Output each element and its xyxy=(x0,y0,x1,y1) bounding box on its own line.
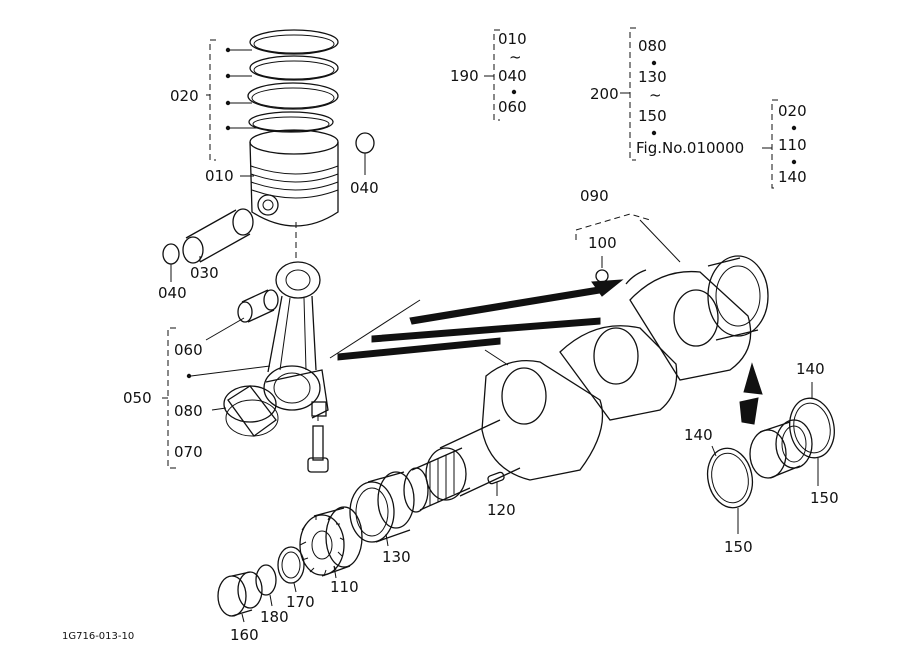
label-100: 100 xyxy=(588,234,617,252)
crankshaft xyxy=(425,255,769,501)
oring-180 xyxy=(255,564,277,596)
leader-140-left xyxy=(711,445,717,457)
label-080: 080 xyxy=(174,402,203,420)
piston-pin xyxy=(182,208,254,264)
assembly-arrows xyxy=(329,279,763,425)
label-050-rod: 050 xyxy=(123,389,152,407)
label-120: 120 xyxy=(487,501,516,519)
leader-080 xyxy=(211,407,227,411)
group-fig-dot-2 xyxy=(791,159,797,165)
group-190-item-010: 010 xyxy=(498,30,527,48)
crank-spline xyxy=(403,447,471,513)
label-010-piston: 010 xyxy=(205,167,234,185)
label-110: 110 xyxy=(330,578,359,596)
label-060: 060 xyxy=(174,341,203,359)
leader-180 xyxy=(269,594,273,607)
group-200-dot-1 xyxy=(651,60,657,66)
plug-100 xyxy=(595,269,609,283)
bracket-200 xyxy=(620,27,636,161)
leader-110 xyxy=(333,565,337,579)
label-180: 180 xyxy=(260,608,289,626)
bracket-050 xyxy=(162,327,271,469)
label-070: 070 xyxy=(174,443,203,461)
figure-code: 1G716-013-10 xyxy=(62,631,134,642)
label-020-rings: 020 xyxy=(170,87,199,105)
group-190-item-040: 040 xyxy=(498,67,527,85)
label-190: 190 xyxy=(450,67,479,85)
label-040-right: 040 xyxy=(350,179,379,197)
group-fig-item-110: 110 xyxy=(778,136,807,154)
crank-gear-110 xyxy=(299,506,363,577)
collar-170-inner xyxy=(281,551,301,579)
thrust-ring-140-left xyxy=(706,447,754,509)
collar-170 xyxy=(277,546,305,584)
group-fig-dot-1 xyxy=(791,125,797,131)
group-fig-item-020: 020 xyxy=(778,102,807,120)
leader-160 xyxy=(241,613,245,623)
group-200-fig-ref: Fig.No.010000 xyxy=(636,139,744,157)
circlip-right xyxy=(355,132,375,154)
label-140-left: 140 xyxy=(684,426,713,444)
front-bearing-130 xyxy=(349,471,415,543)
piston xyxy=(249,129,339,227)
group-200-item-080: 080 xyxy=(638,37,667,55)
group-fig-item-140: 140 xyxy=(778,168,807,186)
small-end-bushing xyxy=(237,289,279,323)
label-170: 170 xyxy=(286,593,315,611)
connecting-rod xyxy=(263,261,329,419)
label-130: 130 xyxy=(382,548,411,566)
collar-160 xyxy=(217,571,263,617)
group-200-item-130: 130 xyxy=(638,68,667,86)
bracket-090 xyxy=(575,213,681,268)
label-030-pin: 030 xyxy=(190,264,219,282)
group-200-dot-2 xyxy=(651,130,657,136)
bracket-190 xyxy=(484,29,500,121)
thrust-ring-140-right xyxy=(789,397,835,459)
label-040-left: 040 xyxy=(158,284,187,302)
bracket-020 xyxy=(206,39,258,161)
leader-060 xyxy=(205,317,245,341)
bracket-fig-ref xyxy=(771,99,778,189)
key-120 xyxy=(487,471,505,485)
label-160: 160 xyxy=(230,626,259,644)
piston-rings xyxy=(247,29,339,133)
rod-bolt xyxy=(307,415,329,473)
group-190-tilde: ~ xyxy=(509,48,522,66)
big-end-bearing xyxy=(223,385,279,437)
label-200: 200 xyxy=(590,85,619,103)
group-190-item-060: 060 xyxy=(498,98,527,116)
label-150-right: 150 xyxy=(810,489,839,507)
label-140-right: 140 xyxy=(796,360,825,378)
label-150-left: 150 xyxy=(724,538,753,556)
leader-130 xyxy=(385,533,389,547)
group-190-dot xyxy=(511,89,517,95)
circlip-left xyxy=(162,243,180,265)
label-090: 090 xyxy=(580,187,609,205)
group-200-item-150: 150 xyxy=(638,107,667,125)
rear-bearing-150-right xyxy=(749,419,813,479)
leader-170 xyxy=(293,582,297,593)
group-200-tilde: ~ xyxy=(649,86,662,104)
